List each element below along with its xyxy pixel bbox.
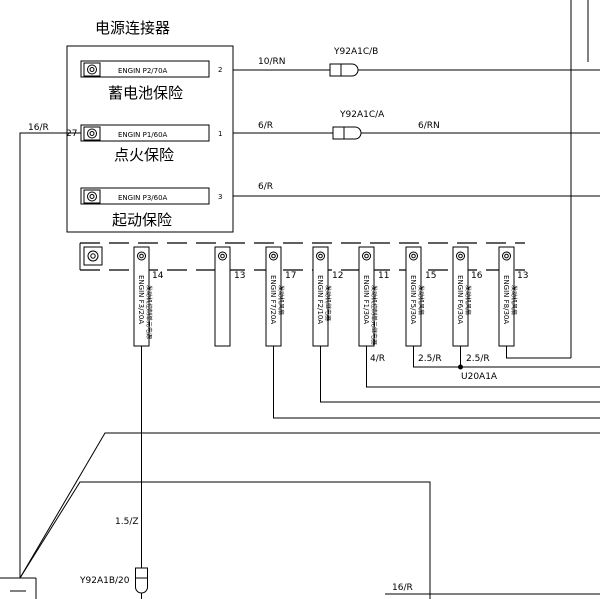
wire-label-15z: 1.5/Z	[115, 517, 139, 527]
connector-y92a1c-a	[332, 126, 362, 140]
main-fuse-label: ENGIN P1/60A	[118, 131, 168, 139]
fuse-label: ENGIN F5/30A	[409, 275, 417, 324]
fuse-desc: 发动机继电器	[324, 285, 332, 321]
wire-label-6r-b: 6/R	[258, 182, 273, 192]
fuse-desc: 发动机风扇	[510, 285, 518, 315]
wire-lower-left-diag	[19, 432, 600, 579]
fuse-f7: ENGIN F7/20A 发动机风扇 17	[265, 246, 296, 347]
connector-y92a1c-b	[329, 63, 359, 77]
fuse-pin: 17	[285, 271, 296, 281]
fuse-f1: ENGIN F1/30A 发动机控制单元继电器 11	[358, 246, 389, 347]
diagram-title: 电源连接器	[95, 19, 170, 37]
wire-f8-out	[506, 346, 571, 359]
wire-label-16r-bottom: 16/R	[392, 583, 413, 593]
connector-y92a1b	[135, 567, 148, 599]
fuse-f2: ENGIN F2/10A 发动机继电器 12	[312, 246, 343, 347]
wire-25r-a	[413, 346, 461, 368]
fuse-label: ENGIN F6/30A	[456, 275, 464, 324]
main-fuse-label: ENGIN P3/60A	[118, 194, 168, 202]
connector-label-u20a1a: U20A1A	[461, 372, 498, 382]
wire-f2-out	[320, 346, 600, 403]
wire-4r	[366, 346, 600, 388]
main-fuse-pin: 2	[218, 66, 222, 74]
wire-label-10rn: 10/RN	[258, 57, 285, 67]
main-fuse-desc: 点火保险	[114, 146, 174, 164]
main-fuse-desc: 蓄电池保险	[108, 84, 183, 102]
fuse-pin: 13	[234, 271, 245, 281]
fuse-pin: 11	[378, 271, 389, 281]
connector-label-y92a1c-a: Y92A1C/A	[339, 110, 385, 120]
fuse-pin: 15	[425, 271, 436, 281]
wire-label-4r: 4/R	[370, 354, 385, 364]
wire-16r-left	[19, 132, 81, 578]
wire-label-6rn: 6/RN	[418, 121, 440, 131]
fuse-pin: 12	[332, 271, 343, 281]
wire-f7-out	[273, 346, 600, 419]
fuse-label: ENGIN F2/10A	[316, 275, 324, 324]
fuse-pin: 13	[517, 271, 528, 281]
fuse-f3: ENGIN F3/20A 发动机控制单元电源 14	[133, 246, 164, 347]
main-fuse-ignition: ENGIN P1/60A 1 点火保险	[80, 124, 222, 164]
fuse-desc: 发动机风扇	[417, 285, 425, 315]
wire-label-6r-a: 6/R	[258, 121, 273, 131]
fuse-spare-13: 13	[214, 246, 245, 347]
connector-label-y92a1c-b: Y92A1C/B	[333, 47, 378, 57]
fuse-pin: 14	[152, 271, 164, 281]
fuse-f8: ENGIN F8/30A 发动机风扇 13	[498, 246, 528, 347]
wire-lower-mid-diag	[19, 481, 431, 599]
pin-27-label: 27	[66, 129, 77, 139]
fuse-desc: 发动机风扇	[277, 285, 285, 315]
fuse-label: ENGIN F1/30A	[362, 275, 370, 324]
main-fuse-pin: 3	[218, 193, 222, 201]
main-fuse-starter: ENGIN P3/60A 3 起动保险	[80, 187, 222, 229]
main-fuse-pin: 1	[218, 130, 222, 138]
fuse-row-enclosure	[79, 242, 525, 271]
main-fuse-battery: ENGIN P2/70A 2 蓄电池保险	[80, 60, 222, 102]
connector-label-y92a1b: Y92A1B/20	[79, 576, 130, 586]
fuse-label: ENGIN F8/30A	[502, 275, 510, 324]
fuse-desc: 发动机风扇	[464, 285, 472, 315]
main-fuse-desc: 起动保险	[112, 211, 172, 229]
fuse-f5: ENGIN F5/30A 发动机风扇 15	[405, 246, 436, 347]
wire-label-25r-b: 2.5/R	[466, 354, 490, 364]
fuse-label: ENGIN F7/20A	[269, 275, 277, 324]
wire-label-16r: 16/R	[28, 123, 49, 133]
fuse-desc: 发动机控制单元继电器	[370, 285, 378, 345]
wire-label-25r-a: 2.5/R	[418, 354, 442, 364]
fuse-pin: 16	[471, 271, 483, 281]
fuse-label: ENGIN F3/20A	[137, 275, 145, 324]
fuse-f6: ENGIN F6/30A 发动机风扇 16	[452, 246, 483, 347]
fuse-desc: 发动机控制单元电源	[145, 285, 153, 339]
main-fuse-label: ENGIN P2/70A	[118, 67, 168, 75]
